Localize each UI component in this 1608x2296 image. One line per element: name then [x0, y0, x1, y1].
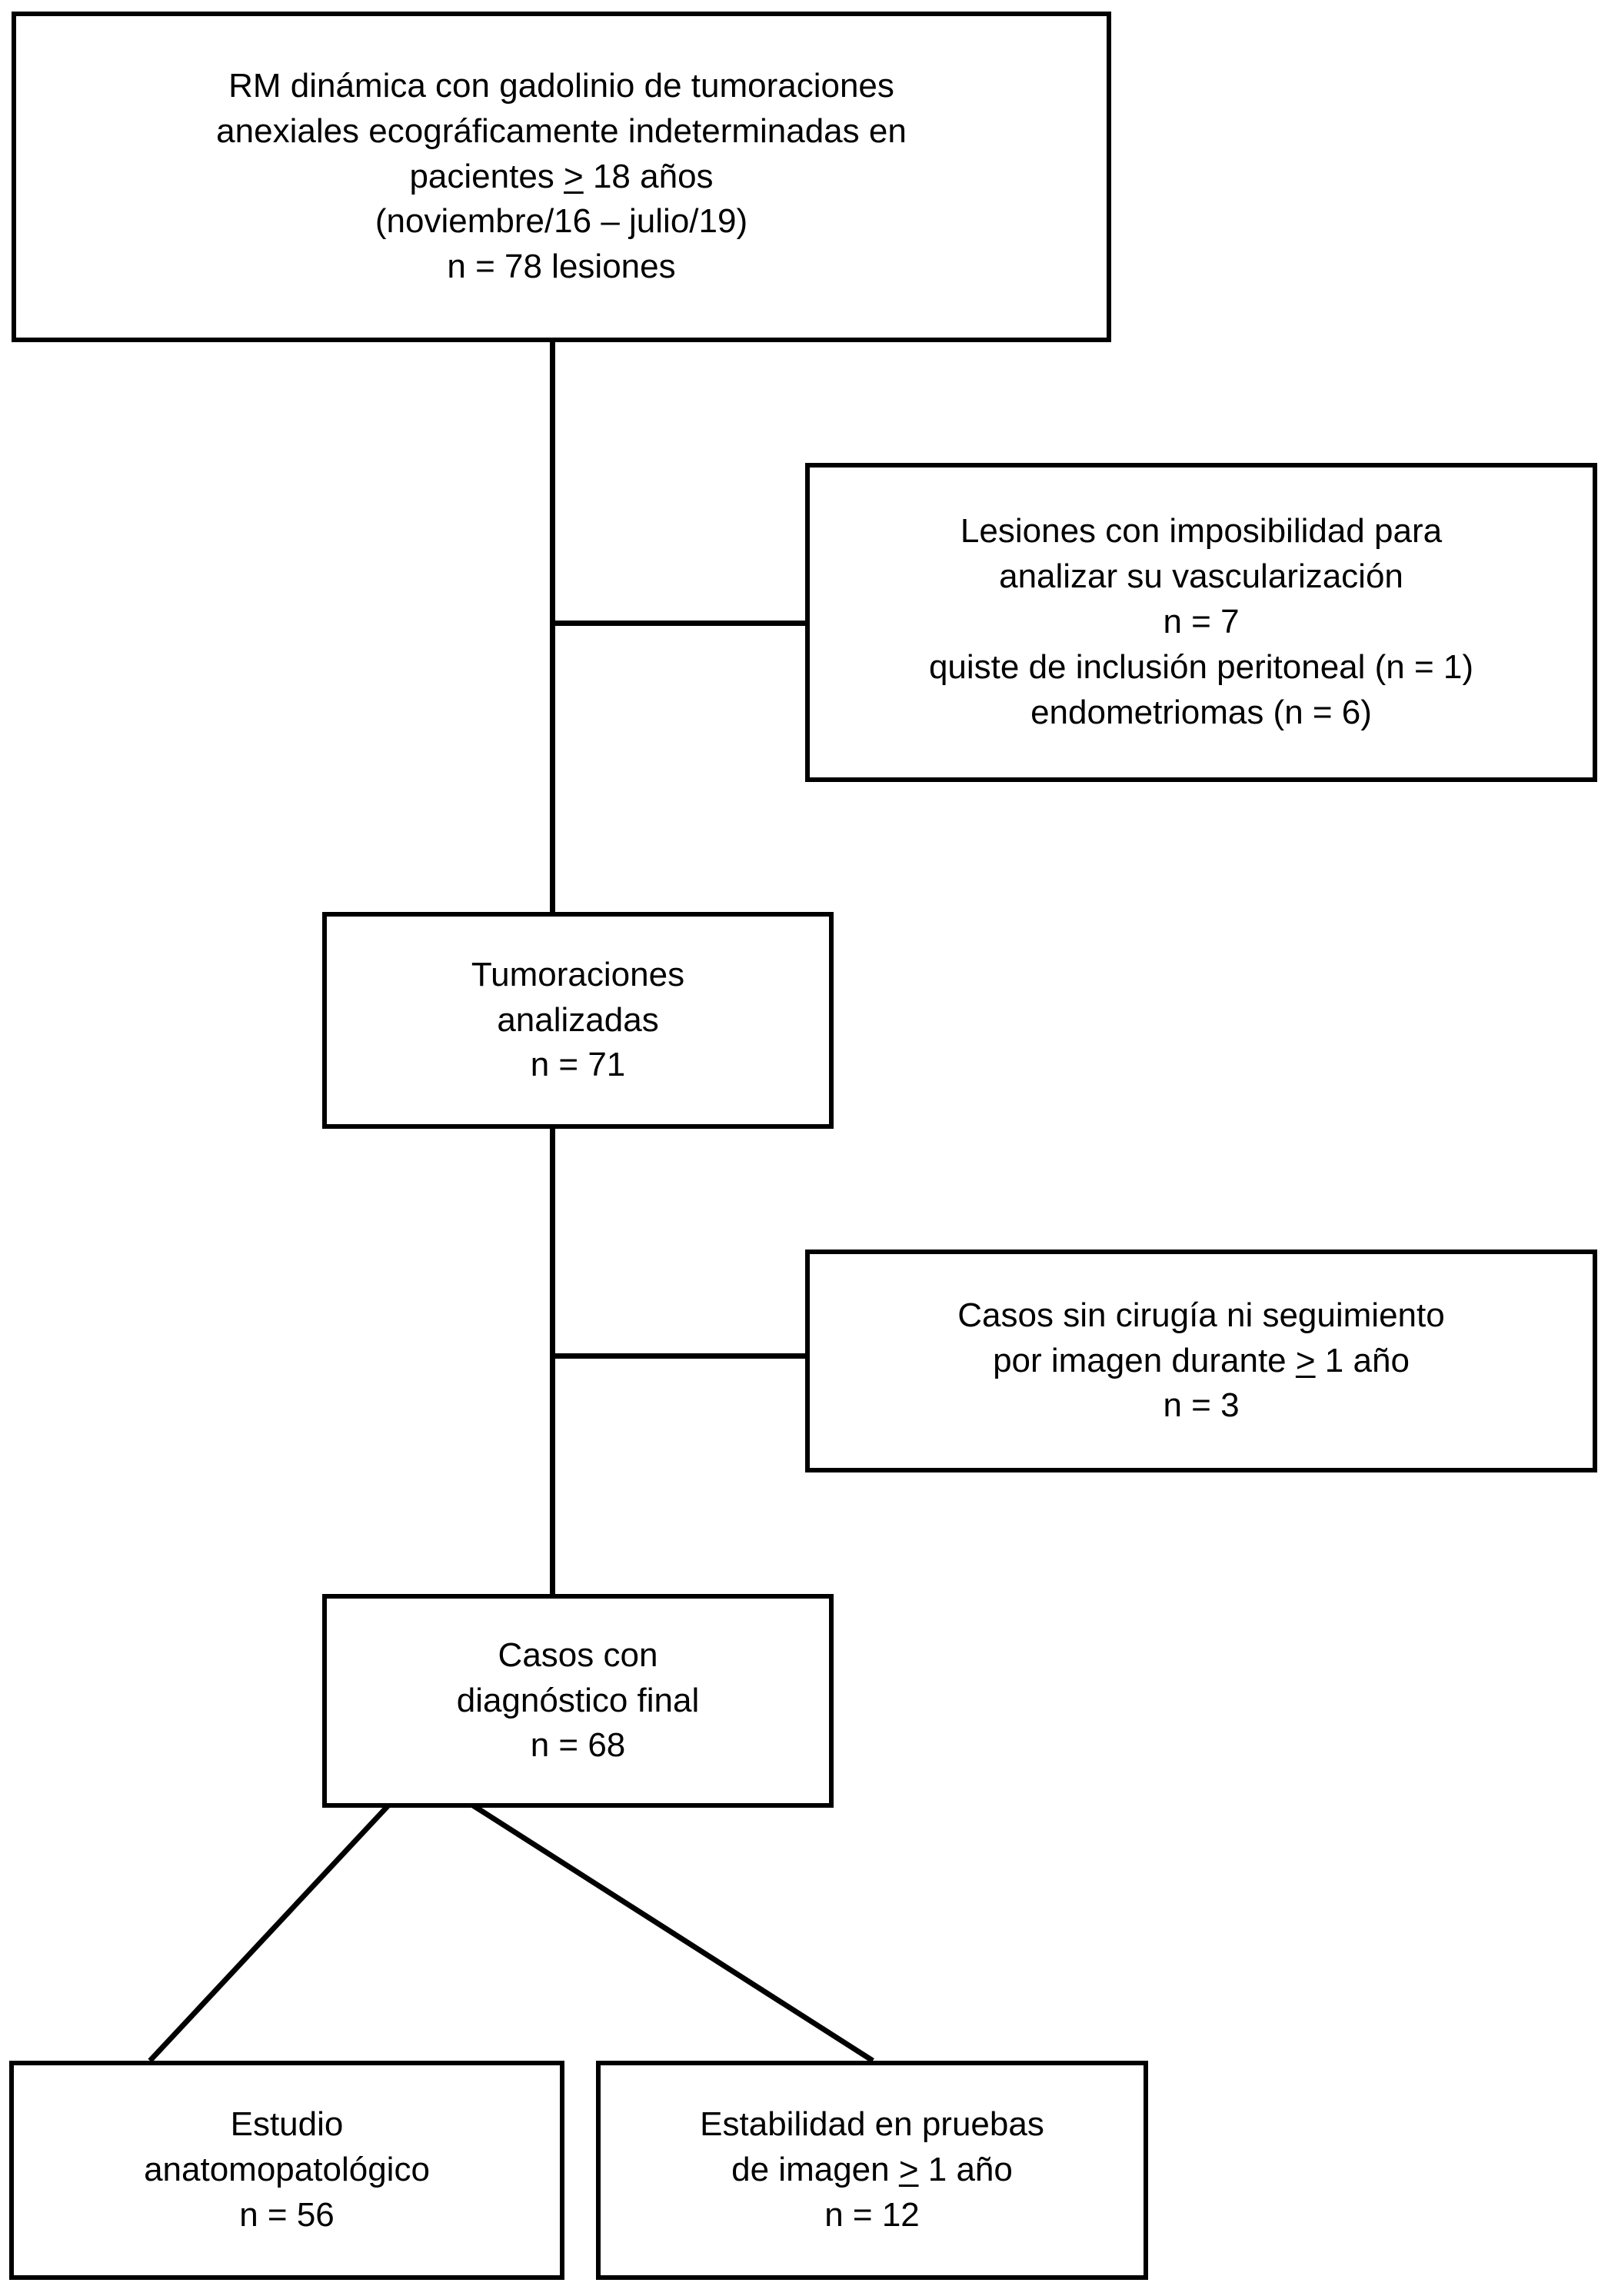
connector-final-split: [148, 1803, 874, 2063]
node-exclusion-1-line-1: Lesiones con imposibilidad para: [960, 512, 1443, 551]
node-pathology-count: n = 56: [239, 2195, 335, 2234]
node-analyzed-count: n = 71: [530, 1046, 626, 1084]
node-exclusion-1-line-2: analizar su vascularización: [999, 557, 1403, 596]
node-exclusion-2-line-2: por imagen durante > 1 año: [993, 1339, 1410, 1384]
node-stability-line-2: de imagen > 1 año: [731, 2148, 1013, 2193]
node-final-diagnosis: Casos con diagnóstico final n = 68: [322, 1594, 834, 1808]
node-source-line-2: anexiales ecográficamente indeterminadas…: [216, 111, 907, 150]
node-source-cohort: RM dinámica con gadolinio de tumoracione…: [12, 12, 1111, 342]
node-final-line-1: Casos con: [498, 1635, 658, 1674]
node-pathology-line-2: anatomopatológico: [144, 2151, 430, 2189]
node-imaging-stability: Estabilidad en pruebas de imagen > 1 año…: [596, 2061, 1148, 2280]
node-exclusion-vascularization: Lesiones con imposibilidad para analizar…: [805, 463, 1597, 782]
node-analyzed-line-2: analizadas: [497, 1000, 659, 1039]
node-final-count: n = 68: [530, 1726, 626, 1765]
node-pathology-study: Estudio anatomopatológico n = 56: [9, 2061, 564, 2280]
connector-final-to-pathology: [148, 1803, 391, 2063]
node-exclusion-1-count: n = 7: [1163, 603, 1240, 641]
connector-branch-exclusion-2: [550, 1353, 807, 1359]
node-source-line-1: RM dinámica con gadolinio de tumoracione…: [228, 66, 894, 105]
greater-equal-icon: >: [564, 157, 584, 195]
node-stability-count: n = 12: [824, 2195, 920, 2234]
node-exclusion-2-line-2-post: 1 año: [1315, 1341, 1410, 1379]
node-stability-line-2-post: 1 año: [918, 2151, 1013, 2189]
node-stability-line-2-pre: de imagen: [731, 2151, 899, 2189]
node-exclusion-1-breakdown-2: endometriomas (n = 6): [1030, 693, 1372, 731]
connector-final-to-stability: [471, 1803, 874, 2063]
node-analyzed-line-1: Tumoraciones: [471, 955, 685, 993]
connector-analyzed-to-final: [550, 1126, 555, 1596]
node-source-line-3-pre: pacientes: [409, 157, 564, 195]
node-exclusion-2-line-2-pre: por imagen durante: [993, 1341, 1296, 1379]
node-exclusion-1-breakdown-1: quiste de inclusión peritoneal (n = 1): [928, 647, 1474, 686]
node-exclusion-2-count: n = 3: [1163, 1386, 1240, 1425]
greater-equal-icon: >: [898, 2151, 919, 2189]
node-final-line-2: diagnóstico final: [456, 1681, 700, 1719]
node-source-count: n = 78 lesiones: [447, 248, 676, 286]
node-pathology-line-1: Estudio: [230, 2105, 344, 2144]
node-analyzed-tumors: Tumoraciones analizadas n = 71: [322, 912, 834, 1129]
node-exclusion-no-surgery-followup: Casos sin cirugía ni seguimiento por ima…: [805, 1249, 1597, 1472]
node-stability-line-1: Estabilidad en pruebas: [700, 2105, 1044, 2144]
node-source-line-4: (noviembre/16 – julio/19): [375, 202, 748, 241]
greater-equal-icon: >: [1295, 1341, 1316, 1379]
connector-source-to-analyzed: [550, 342, 555, 914]
node-source-line-3-post: 18 años: [583, 157, 714, 195]
connector-branch-exclusion-1: [550, 621, 807, 626]
node-source-line-3: pacientes > 18 años: [409, 155, 713, 200]
node-exclusion-2-line-1: Casos sin cirugía ni seguimiento: [957, 1296, 1445, 1334]
